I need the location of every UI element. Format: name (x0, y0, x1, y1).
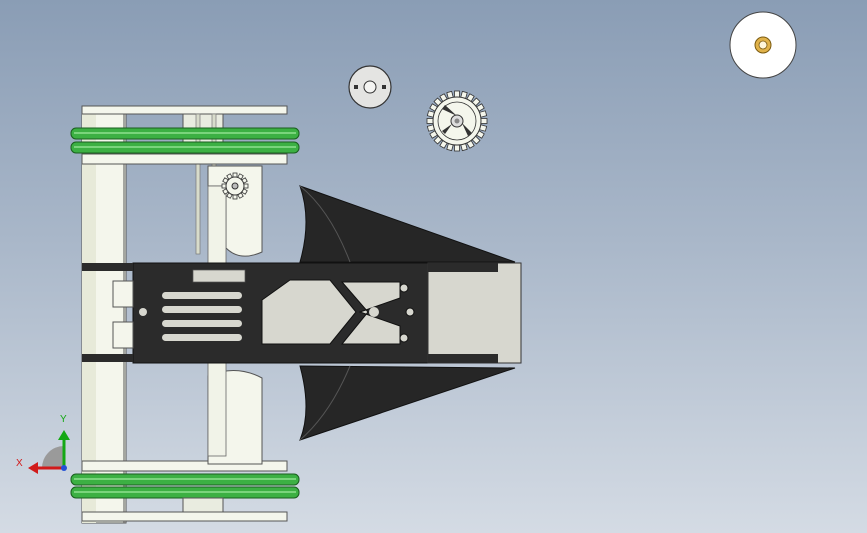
wedge-scoop[interactable] (299, 185, 516, 441)
y-axis-label: Y (60, 414, 67, 425)
large-spur-gear[interactable] (426, 90, 488, 152)
small-spur-gear[interactable] (221, 172, 249, 200)
main-chassis-plate[interactable] (132, 262, 522, 364)
wheel-assembly-top[interactable] (70, 105, 300, 255)
motor-mount-brackets[interactable] (82, 263, 134, 362)
x-axis-label: X (16, 458, 23, 469)
wheel-assembly-bottom[interactable] (70, 460, 300, 522)
wheel-cylinder-left[interactable] (81, 107, 127, 524)
side-frame[interactable] (207, 165, 263, 465)
orientation-triad (28, 430, 70, 474)
drive-hub[interactable] (348, 65, 392, 109)
bearing-washer[interactable] (729, 11, 797, 79)
